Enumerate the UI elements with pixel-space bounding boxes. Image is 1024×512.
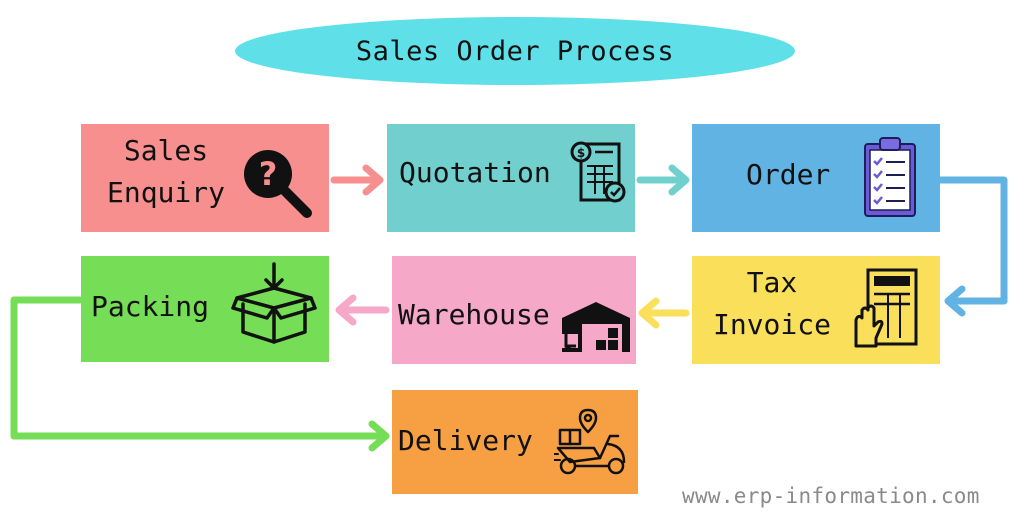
step-label: Warehouse	[398, 298, 550, 331]
delivery-scooter-icon	[554, 408, 626, 475]
step-label: Quotation	[399, 156, 551, 189]
arrow-enquiry-to-quotation	[330, 164, 384, 196]
invoice-hand-icon	[854, 268, 918, 348]
step-label: Sales Enquiry	[106, 134, 225, 209]
svg-text:$: $	[577, 146, 585, 160]
step-warehouse: Warehouse	[392, 256, 636, 364]
step-delivery: Delivery	[392, 390, 638, 494]
step-order: Order	[692, 124, 940, 232]
step-tax-invoice: Tax Invoice	[692, 256, 940, 364]
step-quotation: Quotation $	[387, 124, 635, 232]
quotation-document-icon: $	[570, 141, 626, 203]
arrow-warehouse-to-packing	[335, 294, 390, 326]
step-sales-enquiry: Sales Enquiry ?	[81, 124, 329, 232]
warehouse-forklift-icon	[562, 302, 630, 352]
step-label: Order	[746, 158, 831, 191]
step-label: Packing	[91, 290, 210, 323]
arrow-packing-to-delivery	[10, 296, 390, 452]
step-packing: Packing	[81, 256, 329, 362]
clipboard-checklist-icon	[864, 137, 916, 217]
arrow-quotation-to-order	[636, 164, 690, 196]
step-label: Delivery	[398, 424, 533, 457]
box-arrow-icon	[231, 262, 317, 344]
step-label: Tax Invoice	[712, 266, 831, 341]
arrow-order-to-invoice	[936, 176, 1008, 317]
arrow-invoice-to-warehouse	[638, 297, 690, 329]
watermark-url: www.erp-information.com	[682, 484, 980, 508]
diagram-title: Sales Order Process	[355, 35, 675, 67]
title-banner: Sales Order Process	[235, 17, 795, 85]
question-magnifier-icon: ?	[244, 150, 312, 218]
svg-text:?: ?	[259, 155, 278, 193]
